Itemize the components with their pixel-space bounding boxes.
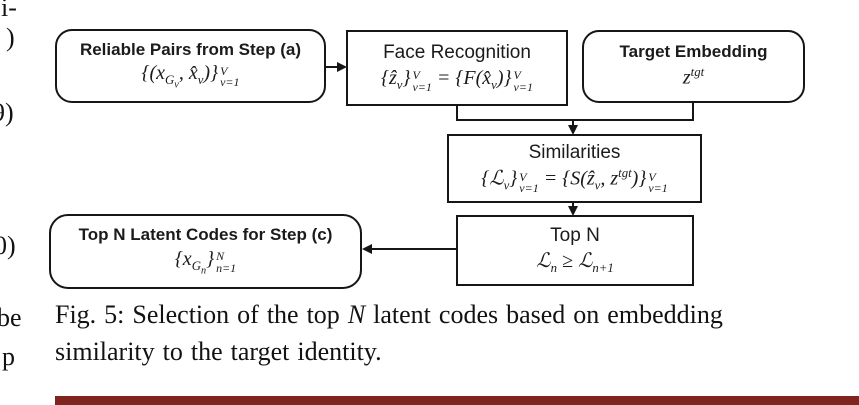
arrow-down-head-icon bbox=[568, 125, 578, 135]
bottom-color-bar bbox=[55, 396, 859, 405]
margin-fragment: be bbox=[0, 303, 22, 332]
connector-merge-bus bbox=[456, 119, 694, 121]
arrow-similarities-to-topn-line bbox=[572, 203, 574, 208]
arrow-topn-to-latent-line bbox=[371, 248, 456, 250]
node-target-embedding: Target Embedding ztgt bbox=[582, 30, 805, 103]
node-title: Face Recognition bbox=[383, 41, 531, 63]
margin-fragment: 9) bbox=[0, 98, 14, 127]
node-top-n: Top N ℒn ≥ ℒn+1 bbox=[456, 215, 694, 286]
node-math: ℒn ≥ ℒn+1 bbox=[536, 249, 614, 275]
margin-fragment: 0) bbox=[0, 231, 16, 260]
connector-target-drop bbox=[692, 102, 694, 121]
arrow-pairs-to-facerec-line bbox=[326, 66, 339, 68]
arrow-left-head-icon bbox=[362, 244, 372, 254]
margin-fragment: ) bbox=[6, 23, 15, 52]
figure-caption-line2: similarity to the target identity. bbox=[55, 337, 382, 366]
arrow-down-head-icon bbox=[568, 206, 578, 216]
node-title: Top N bbox=[550, 224, 600, 246]
node-math: ztgt bbox=[682, 65, 705, 89]
node-title: Top N Latent Codes for Step (c) bbox=[78, 225, 333, 244]
margin-fragment: p bbox=[2, 342, 15, 371]
arrow-to-similarities-line bbox=[572, 121, 574, 127]
connector-facerec-drop bbox=[456, 105, 458, 121]
arrow-right-head-icon bbox=[337, 62, 347, 72]
figure-caption: Fig. 5: Selection of the top N latent co… bbox=[55, 296, 833, 370]
figure-caption-line1: Fig. 5: Selection of the top N latent co… bbox=[55, 300, 723, 329]
node-reliable-pairs: Reliable Pairs from Step (a) {(xGv, x̂v)… bbox=[55, 29, 326, 103]
node-title: Target Embedding bbox=[619, 42, 768, 62]
margin-fragment: i- bbox=[1, 0, 17, 22]
node-title: Reliable Pairs from Step (a) bbox=[79, 39, 302, 59]
node-title: Similarities bbox=[528, 141, 621, 163]
